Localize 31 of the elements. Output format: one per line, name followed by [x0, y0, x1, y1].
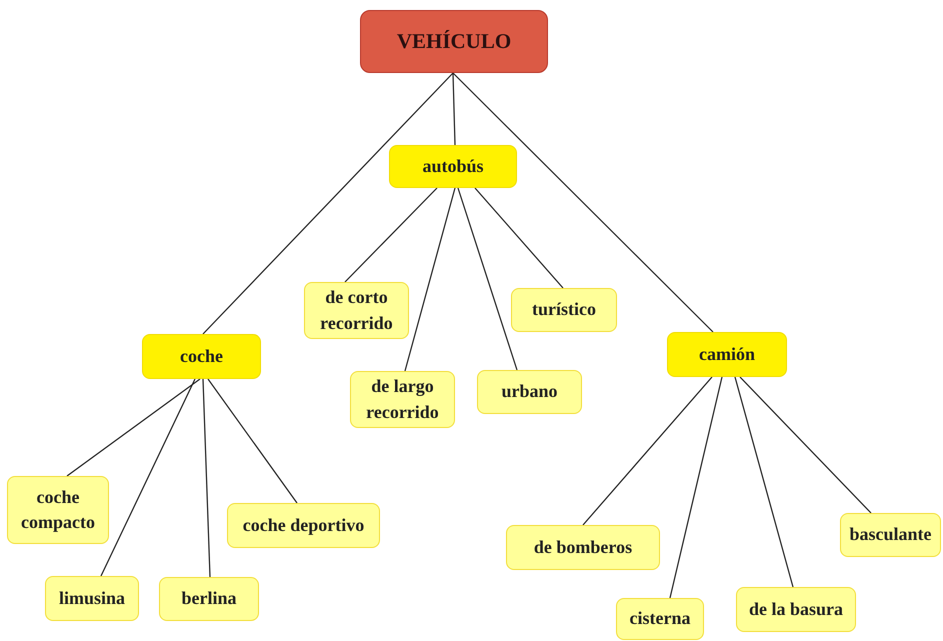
subcategory-box: limusina [45, 576, 139, 621]
connector-line [474, 188, 564, 288]
subcategory-box: de la basura [736, 587, 856, 632]
category-box: VEHÍCULO [360, 10, 548, 73]
connector-line [740, 376, 872, 514]
subcategory-box: turístico [511, 288, 617, 332]
subcategory-box: basculante [840, 513, 941, 557]
connector-line [208, 378, 298, 504]
category-box: coche [142, 334, 261, 379]
subcategory-box: coche deportivo [227, 503, 380, 548]
connector-line [669, 376, 723, 598]
category-box: camión [667, 332, 787, 377]
subcategory-box: de largo recorrido [350, 371, 455, 428]
connector-line [202, 72, 454, 334]
connector-line [734, 376, 794, 588]
connector-line [202, 378, 211, 578]
subcategory-box: de bomberos [506, 525, 660, 570]
subcategory-box: cisterna [616, 598, 704, 640]
subcategory-box: urbano [477, 370, 582, 414]
connector-line [404, 188, 456, 372]
connector-line [452, 72, 714, 332]
category-box: autobús [389, 145, 517, 188]
connector-line [582, 376, 712, 526]
connector-line [457, 188, 518, 370]
connector-line [66, 378, 200, 476]
subcategory-box: berlina [159, 577, 259, 621]
connector-line [344, 188, 438, 282]
subcategory-box: de corto recorrido [304, 282, 409, 339]
connector-line [452, 72, 456, 146]
connector-line [100, 378, 196, 576]
subcategory-box: coche compacto [7, 476, 109, 544]
